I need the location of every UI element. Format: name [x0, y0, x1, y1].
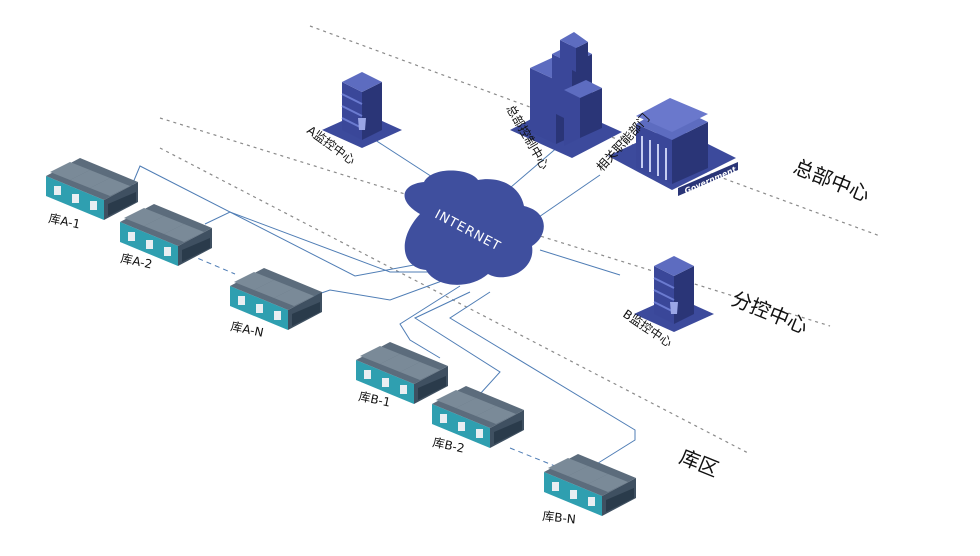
link-an	[309, 277, 451, 301]
monitor-center-b: B监控中心	[620, 255, 715, 350]
tier-label-warehouse-zone: 库区	[676, 444, 722, 481]
warehouse-a1: 库A-1	[46, 158, 138, 232]
warehouse-a1-label: 库A-1	[47, 210, 81, 231]
monitor-center-a: A监控中心	[304, 71, 403, 167]
link-bn	[449, 291, 636, 466]
tier-label-sub-center: 分控中心	[728, 286, 811, 338]
tier-label-headquarters: 总部中心	[790, 154, 873, 206]
warehouse-bn-label: 库B-N	[542, 508, 577, 526]
warehouse-b1: 库B-1	[356, 342, 448, 410]
link-a1	[129, 165, 431, 277]
warehouse-an-label: 库A-N	[229, 318, 265, 340]
internet-cloud: INTERNET	[404, 170, 544, 285]
warehouse-b2-label: 库B-2	[431, 434, 466, 455]
warehouse-bn: 库B-N	[542, 454, 636, 526]
warehouse-a2: 库A-2	[119, 204, 212, 272]
link-b2-bn-dashed	[509, 447, 556, 467]
link-b2	[413, 291, 501, 395]
warehouse-b1-label: 库B-1	[357, 388, 392, 409]
cloud-shape	[404, 170, 544, 285]
link-monitor-b	[539, 249, 621, 276]
warehouse-an: 库A-N	[229, 268, 322, 340]
link-a2-an-dashed	[189, 254, 236, 275]
divider-bottom	[159, 147, 751, 455]
link-b1	[399, 285, 461, 359]
link-a2	[204, 211, 440, 273]
related-dept-building: Government 相关职能部门	[593, 98, 739, 196]
hq-control-center: 总部控制中心	[503, 32, 622, 172]
warehouse-a2-label: 库A-2	[119, 250, 153, 271]
warehouse-b2: 库B-2	[431, 386, 524, 456]
